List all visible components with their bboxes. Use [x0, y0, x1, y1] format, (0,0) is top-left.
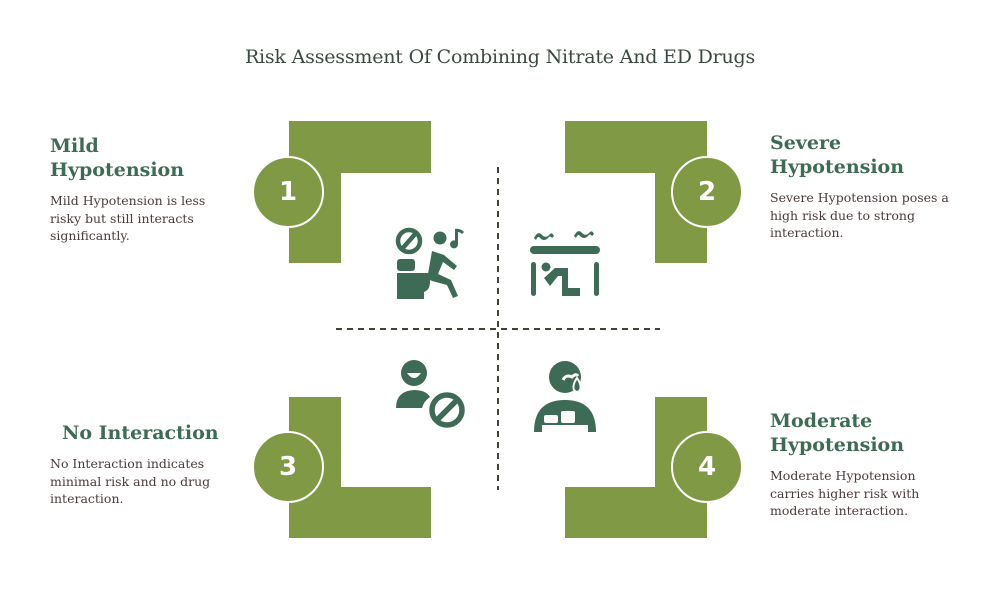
sweating-person-icon — [534, 361, 596, 433]
person-collapsed-under-table-icon — [530, 231, 600, 296]
vertical-divider — [497, 167, 499, 490]
quadrant-4-description: Moderate Hypotension carries higher risk… — [770, 468, 920, 518]
page-title: Risk Assessment Of Combining Nitrate And… — [244, 46, 756, 68]
quadrant-1-description: Mild Hypotension is less risky but still… — [50, 193, 206, 243]
quadrant-4-heading: Moderate Hypotension — [770, 409, 980, 457]
quadrant-3-heading: No Interaction — [62, 422, 219, 444]
quadrant-1-heading: Mild Hypotension — [50, 134, 260, 182]
quadrant-2-heading: Severe Hypotension — [770, 131, 980, 179]
number-badge-1: 1 — [252, 156, 324, 228]
quadrant-4-text: Moderate Hypotension Moderate Hypotensio… — [770, 409, 980, 520]
quadrant-2-description: Severe Hypotension poses a high risk due… — [770, 190, 949, 240]
heading-line: Severe — [770, 132, 842, 154]
l-shape-3-horizontal — [289, 487, 431, 538]
number-badge-4: 4 — [671, 431, 743, 503]
heading-line: Hypotension — [770, 434, 905, 456]
no-toilet-singing-person-icon — [395, 227, 464, 299]
heading-line: Mild — [50, 135, 99, 157]
heading-line: Hypotension — [770, 156, 905, 178]
user-blocked-icon — [396, 360, 465, 428]
quadrant-3-text: No Interaction No Interaction indicates … — [50, 421, 260, 508]
quadrant-2-text: Severe Hypotension Severe Hypotension po… — [770, 131, 980, 242]
number-badge-2: 2 — [671, 156, 743, 228]
heading-line: Hypotension — [50, 159, 185, 181]
heading-line: Moderate — [770, 410, 873, 432]
l-shape-4-horizontal — [565, 487, 707, 538]
quadrant-3-description: No Interaction indicates minimal risk an… — [50, 456, 211, 506]
quadrant-1-text: Mild Hypotension Mild Hypotension is les… — [50, 134, 260, 245]
number-badge-3: 3 — [252, 431, 324, 503]
